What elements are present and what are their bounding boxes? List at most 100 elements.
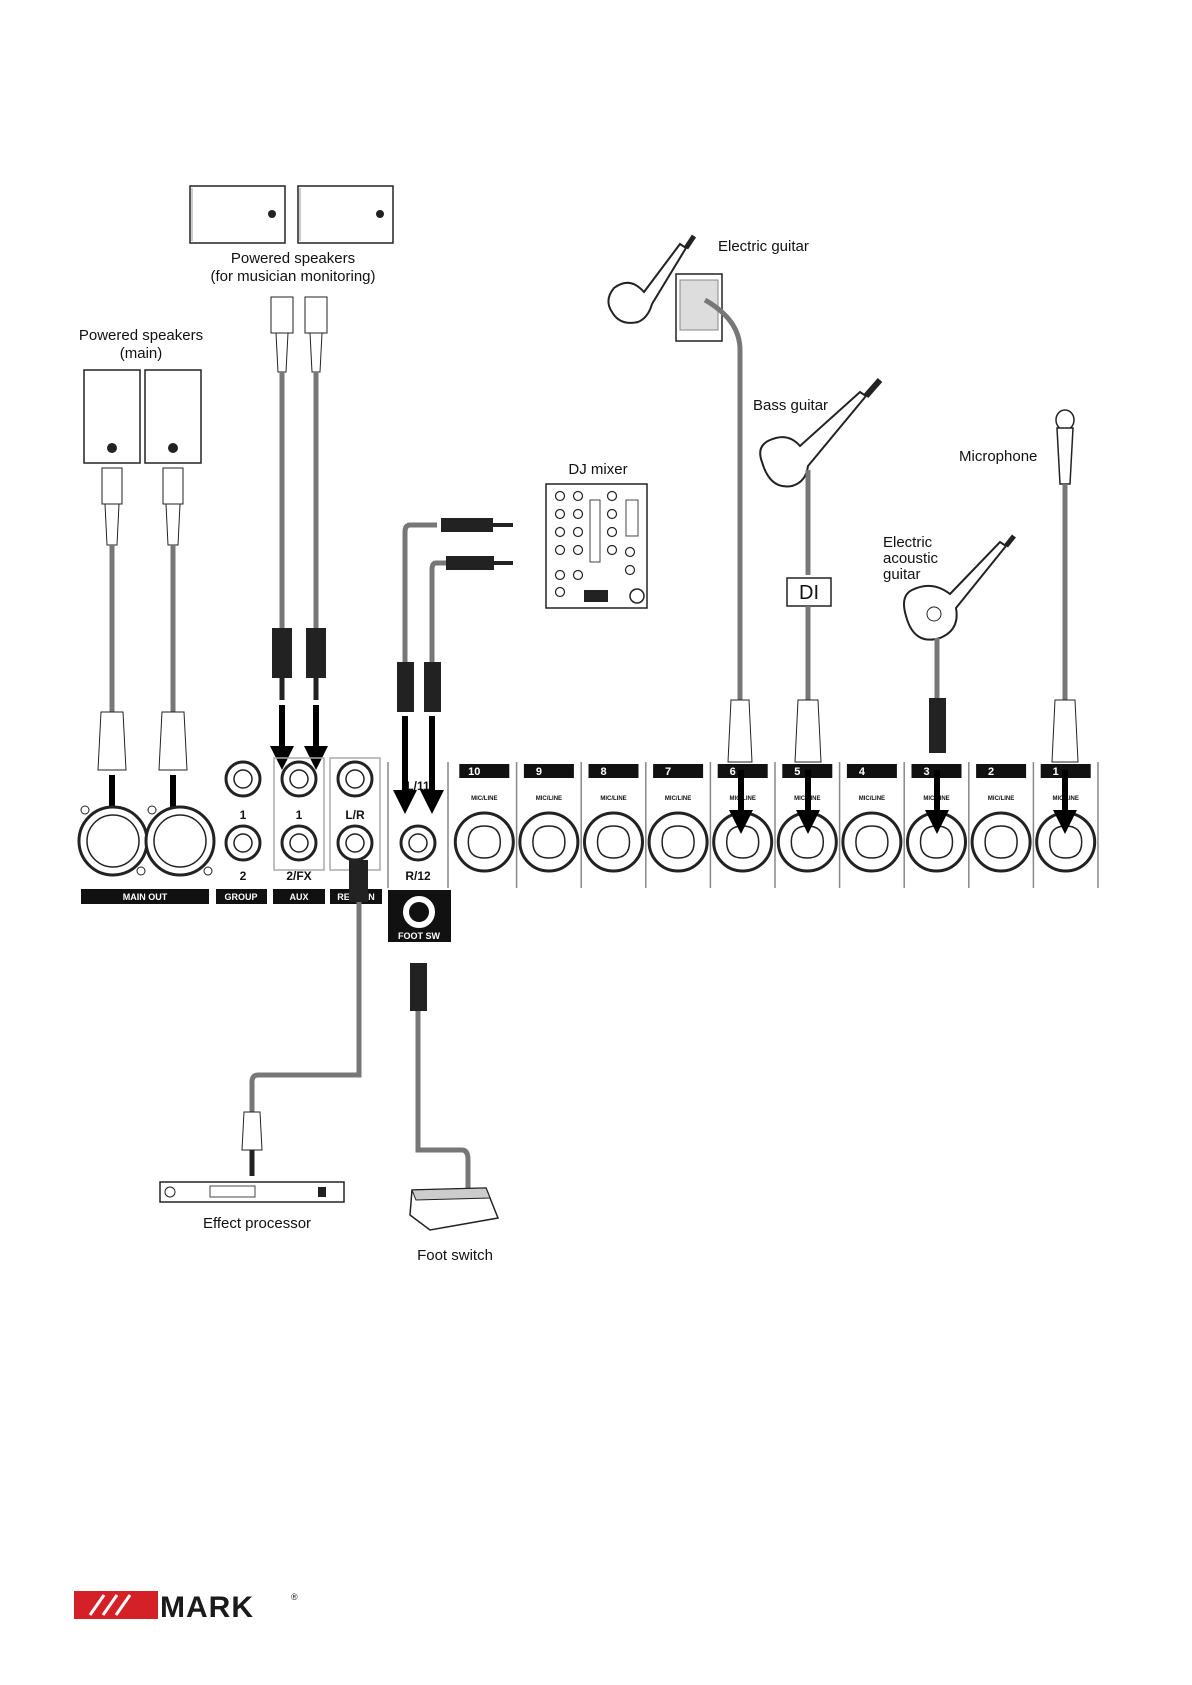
main-out-cables [97,467,188,844]
dj-knob [606,490,618,502]
dj-knob [554,508,566,520]
stereo-r-jack[interactable] [399,824,437,862]
dj-knob [606,526,618,538]
dj-knob [554,526,566,538]
group-1-jack[interactable] [224,760,262,798]
main-speakers-label-line1: Powered speakers [79,327,203,344]
microphone-setup: Microphone [959,409,1079,834]
main-out-right-jack[interactable] [144,805,216,877]
foot-switch-setup: Foot switch [409,963,500,1264]
channel-9-jack-socket [532,825,566,859]
dj-knob [554,586,566,598]
dj-knob [572,526,584,538]
channel-9-number: 9 [536,766,542,778]
microphone-label: Microphone [959,448,1037,465]
channel-5-number: 5 [794,766,800,778]
brand-registered: ® [291,1592,298,1602]
aux-2-label: 2/FX [286,869,311,883]
foot-sw-label: FOOT SW [398,931,440,941]
dj-knob [572,544,584,556]
channel-10-tag [459,764,510,778]
dj-knob [554,490,566,502]
channel-7-tag [653,764,704,778]
channel-9-tag [523,764,574,778]
dj-mixer-label: DJ mixer [568,461,627,478]
channel-2-jack-socket [984,825,1018,859]
monitor-cables [270,296,328,770]
monitor-speakers-label-line1: Powered speakers [231,250,355,267]
channel-10-mic-line-label: MIC/LINE [471,796,497,802]
channel-7-mic-line-label: MIC/LINE [665,796,691,802]
main-out-left-jack[interactable] [77,805,149,877]
di-box-label: DI [799,582,819,604]
effect-processor-setup: Effect processor [159,860,368,1232]
channel-1-number: 1 [1053,766,1059,778]
bass-guitar-setup: Bass guitar DI [753,378,883,834]
dj-knob [624,564,636,576]
dj-knob [624,546,636,558]
channel-6: 6MIC/LINE [712,762,776,888]
acoustic-guitar-setup: Electric acoustic guitar [883,534,1016,834]
channel-4-tag [846,764,897,778]
channel-9-mic-line-label: MIC/LINE [536,796,562,802]
electric-guitar-setup: Electric guitar [607,234,809,834]
mixer-panel: 1 2 1 2/FX L/R L/11 R/12 FOOT SW MAIN [77,757,1099,942]
mic-line-channels: 10MIC/LINE9MIC/LINE8MIC/LINE7MIC/LINE6MI… [453,762,1099,888]
channel-10-combo-jack[interactable] [453,811,515,873]
channel-10-number: 10 [468,766,480,778]
aux-tag: AUX [289,892,308,902]
channel-2-number: 2 [988,766,994,778]
stereo-r-label: R/12 [405,869,431,883]
channel-1: 1MIC/LINE [1035,762,1099,888]
channel-2-mic-line-label: MIC/LINE [988,796,1014,802]
aux-1-jack[interactable] [280,760,318,798]
monitor-speakers-label-line2: (for musician monitoring) [210,268,375,285]
channel-8-tag [588,764,639,778]
channel-9-combo-jack[interactable] [518,811,580,873]
channel-7-jack-socket [661,825,695,859]
channel-4-combo-jack[interactable] [841,811,903,873]
return-label: L/R [345,808,365,822]
electric-guitar-label: Electric guitar [718,238,809,255]
bass-guitar-label: Bass guitar [753,397,828,414]
effect-processor-unit [159,1181,345,1203]
return-r-jack[interactable] [336,824,374,862]
dj-mixer: DJ mixer [393,461,648,814]
channel-7-number: 7 [665,766,671,778]
channel-10-jack-socket [467,825,502,859]
stereo-l-label: L/11 [406,779,430,793]
group-tag: GROUP [224,892,257,902]
group-2-label: 2 [240,869,247,883]
main-speakers-label-line2: (main) [120,345,163,362]
main-out-tag: MAIN OUT [123,892,168,902]
brand-name: MARK [160,1591,254,1624]
dj-knob [554,544,566,556]
channel-2-combo-jack[interactable] [970,811,1032,873]
dj-knob [572,569,584,581]
channel-6-number: 6 [730,766,736,778]
channel-8-mic-line-label: MIC/LINE [600,796,626,802]
group-2-jack[interactable] [224,824,262,862]
channel-7-combo-jack[interactable] [647,811,709,873]
group-1-label: 1 [240,808,247,822]
foot-switch-label: Foot switch [417,1247,493,1264]
aux-2-jack[interactable] [280,824,318,862]
channel-4-number: 4 [859,766,866,778]
di-box [786,577,832,607]
channel-4-mic-line-label: MIC/LINE [859,796,885,802]
dj-knob [606,508,618,520]
channel-8-combo-jack[interactable] [583,811,644,873]
dj-knob [554,569,566,581]
effect-processor-label: Effect processor [203,1215,311,1232]
dj-knob [606,544,618,556]
channel-8-number: 8 [600,766,606,778]
return-l-jack[interactable] [336,760,374,798]
acoustic-guitar-label-line2: acoustic [883,550,939,567]
